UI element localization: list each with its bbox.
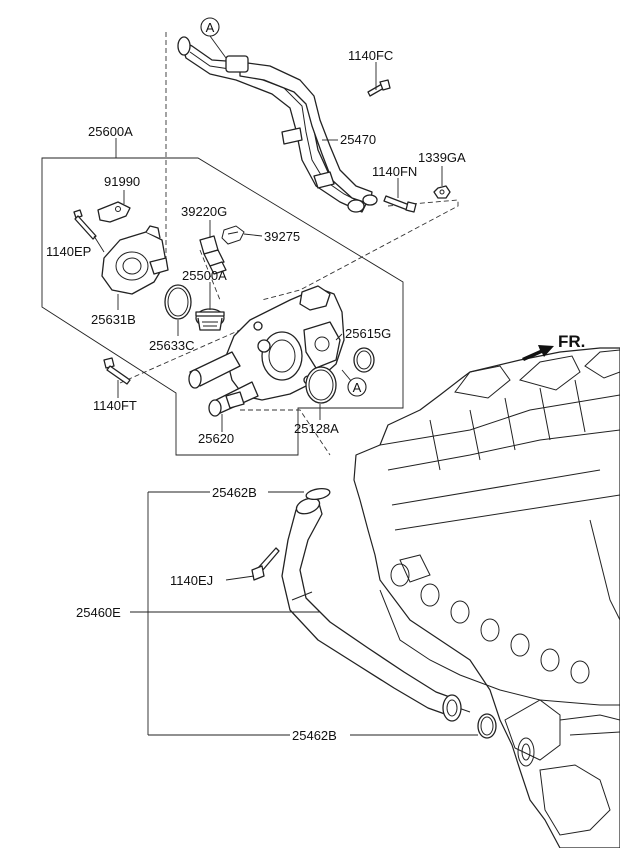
gasket-25633C [164,284,192,320]
gasket-25128A [305,366,337,404]
bolt-1140FT [103,357,131,385]
assembly-boundary [41,157,404,456]
reference-mark-housing: A [341,369,367,397]
label-1140FN: 1140FN [372,164,417,179]
label-25460E: 25460E [76,605,121,620]
label-25631B: 25631B [91,312,136,327]
reference-mark-housing-label: A [353,380,362,395]
front-direction-arrow-icon [522,345,554,361]
leader-lines [93,62,478,736]
label-1140EJ: 1140EJ [170,573,213,588]
part-labels: 1140FC 25470 25600A 1339GA 1140FN 91990 … [46,48,466,743]
front-direction-indicator: FR. [522,332,585,361]
reference-mark-top-label: A [206,20,215,35]
label-1140EP: 1140EP [46,244,91,259]
nut-1339GA [433,185,451,199]
outlet-fitting-25631B [101,225,169,295]
label-25633C: 25633C [149,338,195,353]
thermostat-25500A [195,308,225,331]
label-25462B-top: 25462B [212,485,257,500]
engine-block-illustration [353,347,620,849]
water-pipe-25470 [177,36,378,213]
bolt-1140EJ [251,547,280,581]
label-25462B-bottom: 25462B [292,728,337,743]
label-25500A: 25500A [182,268,227,283]
label-1339GA: 1339GA [418,150,466,165]
front-direction-label: FR. [558,332,585,351]
label-25470: 25470 [340,132,376,147]
bracket-91990 [97,201,131,223]
label-25620: 25620 [198,431,234,446]
label-25615G: 25615G [345,326,391,341]
label-91990: 91990 [104,174,140,189]
label-25600A: 25600A [88,124,133,139]
bolt-1140FC [367,79,391,97]
clip-39275 [221,225,245,245]
bolt-1140FN [383,195,417,213]
label-39220G: 39220G [181,204,227,219]
reference-lines [119,32,459,456]
hose-group-bracket [130,491,320,736]
o-ring-25462B-bottom [477,713,497,739]
label-1140FT: 1140FT [93,398,137,413]
temperature-sensor-39220G [199,235,227,275]
gasket-25615G [353,347,375,373]
label-25128A: 25128A [294,421,339,436]
bolt-1140EP [73,209,97,240]
water-hose-25460E [281,497,462,722]
label-1140FC: 1140FC [348,48,393,63]
label-39275: 39275 [264,229,300,244]
reference-mark-top: A [200,17,227,59]
o-ring-25462B-top [305,488,331,500]
